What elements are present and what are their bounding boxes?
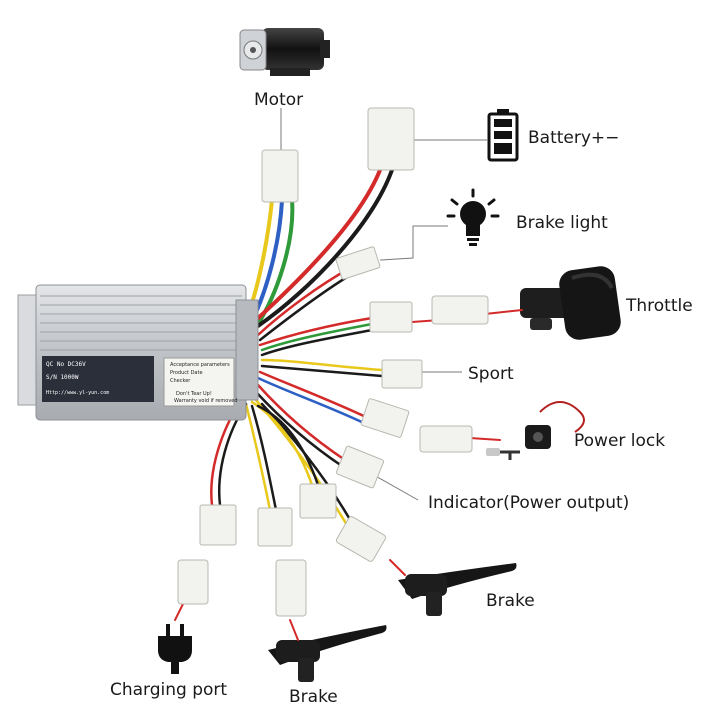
controller-sn-text: S/N 1000W [46, 374, 79, 381]
power-lock-label: Power lock [574, 431, 666, 451]
plug-icon [158, 624, 192, 674]
motor-connector [261, 149, 299, 203]
controller-sticker-line: Product Date [170, 370, 203, 376]
connectors [177, 107, 489, 617]
charging-connector [199, 504, 237, 546]
power-lock-plug [419, 425, 473, 453]
battery-icon [487, 109, 519, 162]
wire-bundle [174, 168, 523, 641]
power-lock-connector [360, 398, 410, 438]
motor-image [239, 28, 330, 76]
brake-light-label: Brake light [516, 213, 608, 233]
indicator-connector [335, 445, 385, 489]
controller-sticker-line: Acceptance parameters [170, 362, 230, 368]
controller-sticker-line: Warranty void if removed [174, 398, 238, 404]
brake-right-plug [335, 516, 387, 562]
indicator-label: Indicator(Power output) [428, 493, 630, 513]
brake-bottom-plug [275, 559, 307, 617]
brake-label-bottom: Brake [289, 687, 338, 707]
controller-box [17, 284, 259, 421]
brake-right-connector [299, 483, 337, 519]
charging-plug [177, 559, 209, 605]
controller-url-text: Http://www.yl-yun.com [46, 390, 110, 396]
lightbulb-icon [446, 188, 500, 246]
throttle-image [520, 266, 621, 340]
controller-qc-text: QC No DC36V [46, 361, 86, 368]
sport-connector [381, 359, 423, 389]
throttle-label: Throttle [626, 296, 693, 316]
brake-label-right: Brake [486, 591, 535, 611]
charging-port-label: Charging port [110, 680, 228, 700]
battery-connector [367, 107, 415, 171]
leader-lines [280, 108, 488, 501]
brake-light-connector [335, 246, 381, 280]
throttle-plug [431, 295, 489, 325]
brake-lever-bottom-image [268, 625, 387, 682]
controller-sticker-line: Checker [170, 378, 191, 384]
sport-label: Sport [468, 364, 514, 384]
power-lock-image [486, 401, 585, 460]
battery-label: Battery+− [528, 128, 620, 148]
controller-sticker-line: Don't Tear Up! [176, 391, 212, 397]
brake-lever-right-image [398, 563, 517, 616]
throttle-connector [369, 301, 413, 333]
brake-bottom-connector [257, 507, 293, 547]
motor-label: Motor [254, 90, 304, 110]
